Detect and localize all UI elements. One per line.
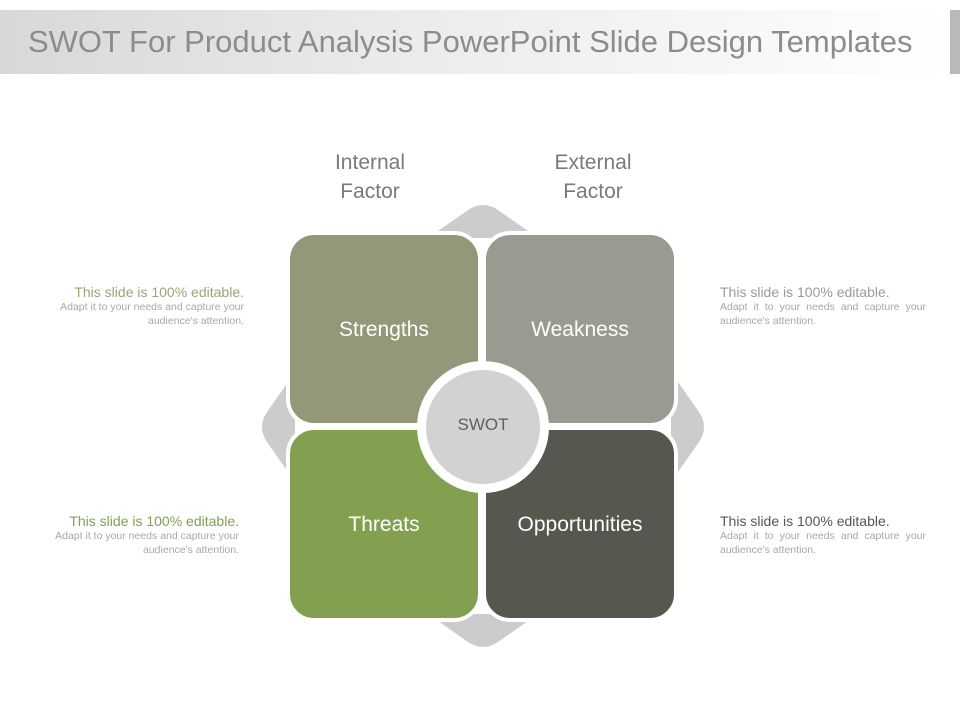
title-accent-bar bbox=[950, 10, 960, 74]
internal-factor-label: Internal Factor bbox=[300, 148, 440, 206]
connector-top bbox=[428, 205, 538, 238]
connector-bottom bbox=[428, 614, 538, 647]
quadrant-threats bbox=[286, 426, 482, 622]
external-factor-line2: Factor bbox=[563, 180, 623, 203]
note-bottom-left: This slide is 100% editable. Adapt it to… bbox=[33, 514, 239, 557]
note-top-left-heading: This slide is 100% editable. bbox=[74, 284, 244, 300]
title-bar bbox=[0, 10, 950, 74]
note-top-right-heading: This slide is 100% editable. bbox=[720, 284, 890, 300]
swot-center-label: SWOT bbox=[457, 415, 509, 434]
note-top-left: This slide is 100% editable. Adapt it to… bbox=[38, 285, 244, 328]
strengths-label: Strengths bbox=[339, 318, 429, 341]
note-top-left-body: Adapt it to your needs and capture your … bbox=[60, 301, 244, 327]
external-factor-label: External Factor bbox=[523, 148, 663, 206]
note-bottom-left-body: Adapt it to your needs and capture your … bbox=[55, 530, 239, 556]
center-circle bbox=[426, 370, 540, 484]
quadrant-weakness bbox=[482, 231, 678, 427]
connector-right bbox=[671, 372, 704, 482]
note-bottom-right-body: Adapt it to your needs and capture your … bbox=[720, 530, 926, 556]
note-bottom-left-heading: This slide is 100% editable. bbox=[69, 513, 239, 529]
note-bottom-right: This slide is 100% editable. Adapt it to… bbox=[720, 514, 926, 557]
note-top-right: This slide is 100% editable. Adapt it to… bbox=[720, 285, 926, 328]
quadrant-strengths bbox=[286, 231, 482, 427]
internal-factor-line2: Factor bbox=[340, 180, 400, 203]
threats-label: Threats bbox=[348, 513, 420, 536]
internal-factor-line1: Internal bbox=[334, 151, 406, 174]
slide-title: SWOT For Product Analysis PowerPoint Sli… bbox=[28, 24, 913, 59]
note-bottom-right-heading: This slide is 100% editable. bbox=[720, 513, 890, 529]
external-factor-line1: External bbox=[554, 151, 632, 174]
weakness-label: Weakness bbox=[531, 318, 629, 341]
quadrant-opportunities bbox=[482, 426, 678, 622]
opportunities-label: Opportunities bbox=[517, 513, 643, 536]
note-top-right-body: Adapt it to your needs and capture your … bbox=[720, 301, 926, 327]
